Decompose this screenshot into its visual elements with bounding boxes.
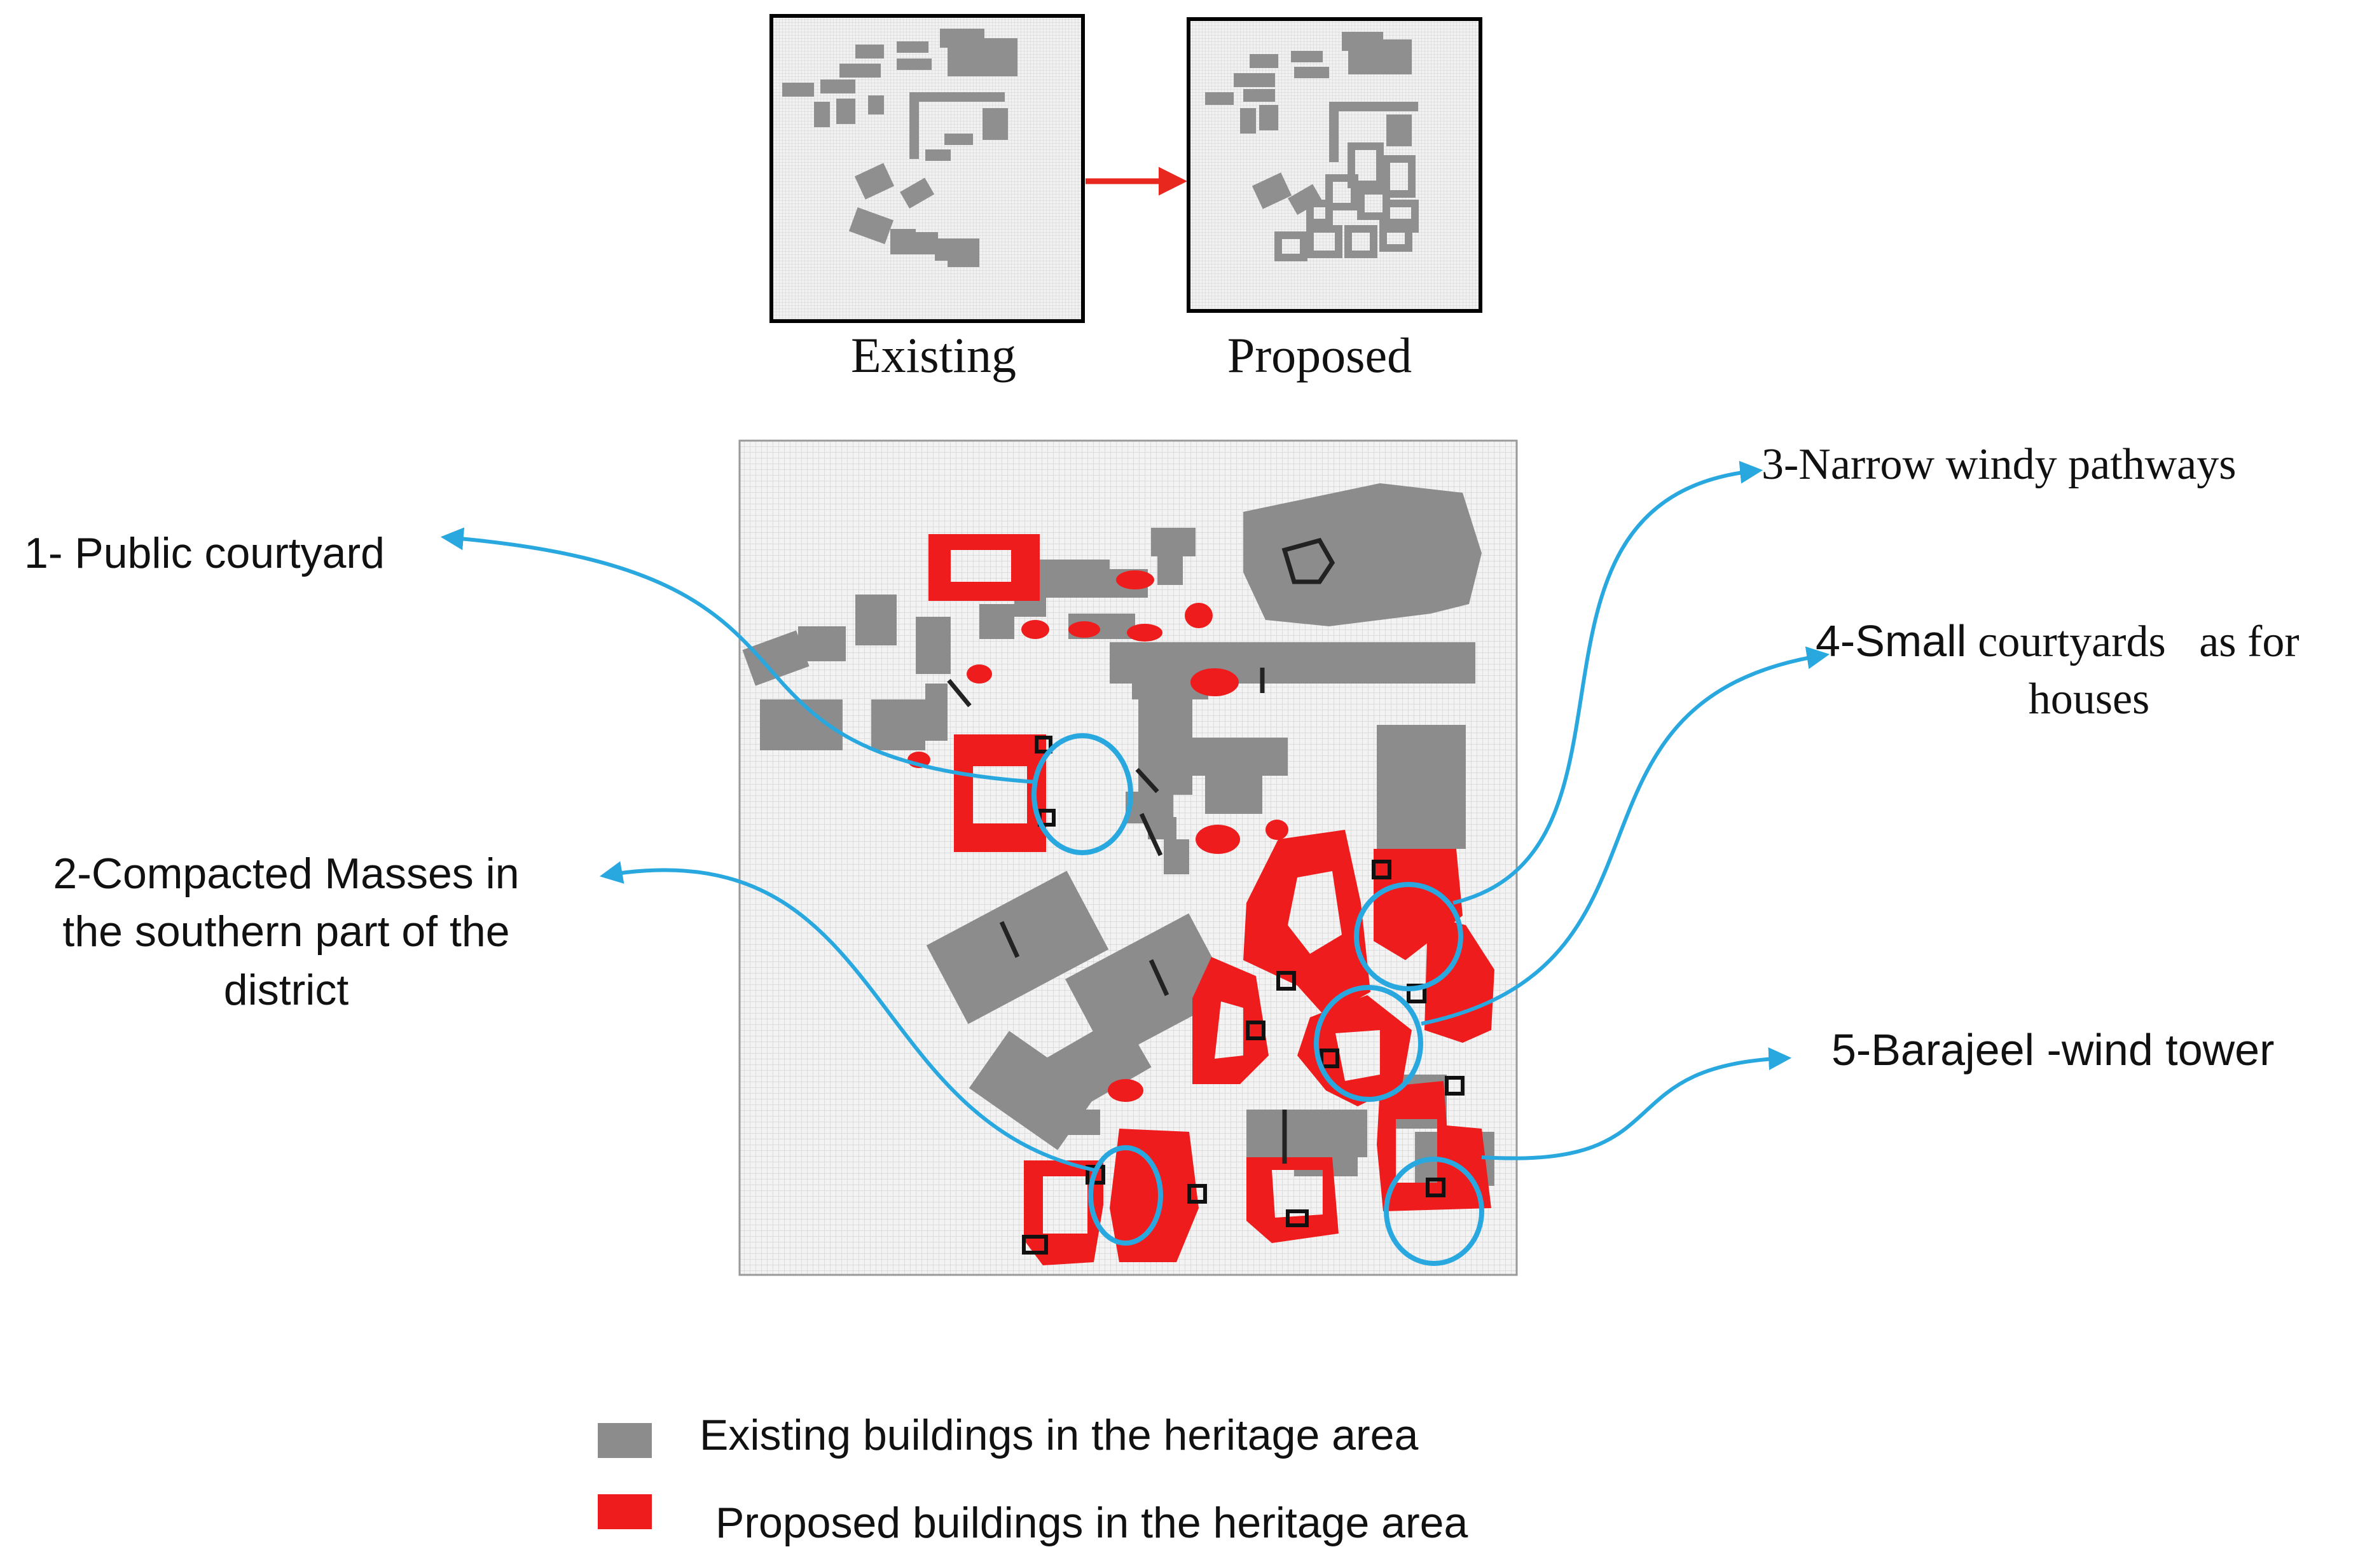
label-public-courtyard: 1- Public courtyard — [24, 529, 385, 577]
legend-existing-swatch — [598, 1423, 652, 1458]
existing-thumbnail — [769, 14, 1085, 323]
label-narrow-pathways: 3-Narrow windy pathways — [1762, 440, 2236, 489]
label-compacted-masses-line3: district — [224, 966, 349, 1014]
label-small-courtyards-prefix: 4-Small — [1816, 616, 1966, 666]
wind-tower-circle — [1384, 1157, 1484, 1266]
leader-small-courtyards — [1421, 646, 1830, 1026]
existing-caption: Existing — [851, 327, 1016, 383]
legend: Existing buildings in the heritage area … — [598, 1411, 1468, 1547]
wall-accents — [947, 668, 1287, 1164]
callout-circles — [1031, 733, 1484, 1266]
leader-public-courtyard — [440, 527, 1037, 784]
callout-leaders — [440, 460, 1830, 1172]
proposed-buildings — [907, 534, 1494, 1265]
proposed-thumbnail — [1187, 17, 1482, 313]
label-barajeel: 5-Barajeel -wind tower — [1831, 1025, 2274, 1075]
label-small-courtyards-line2: houses — [2029, 675, 2150, 724]
leader-narrow-pathways — [1452, 460, 1763, 905]
small-courtyards-circle — [1314, 985, 1423, 1102]
wind-tower-markers — [1022, 736, 1465, 1255]
courtyard-outline — [1281, 537, 1335, 584]
proposed-caption: Proposed — [1227, 327, 1412, 383]
leader-wind-tower — [1481, 1047, 1792, 1160]
label-small-courtyards-rest: courtyards as for — [1978, 617, 2299, 666]
legend-proposed-swatch — [598, 1494, 652, 1529]
label-compacted-masses-line2: the southern part of the — [62, 907, 509, 956]
public-courtyard-circle — [1031, 733, 1133, 855]
label-compacted-masses-line1: 2-Compacted Masses in — [53, 849, 519, 898]
compacted-masses-circle — [1088, 1145, 1163, 1246]
site-plan — [738, 439, 1518, 1276]
leader-compacted-masses — [599, 861, 1094, 1172]
legend-proposed-label: Proposed buildings in the heritage area — [715, 1499, 1468, 1547]
legend-existing-label: Existing buildings in the heritage area — [700, 1411, 1418, 1459]
narrow-pathways-circle — [1354, 882, 1463, 991]
